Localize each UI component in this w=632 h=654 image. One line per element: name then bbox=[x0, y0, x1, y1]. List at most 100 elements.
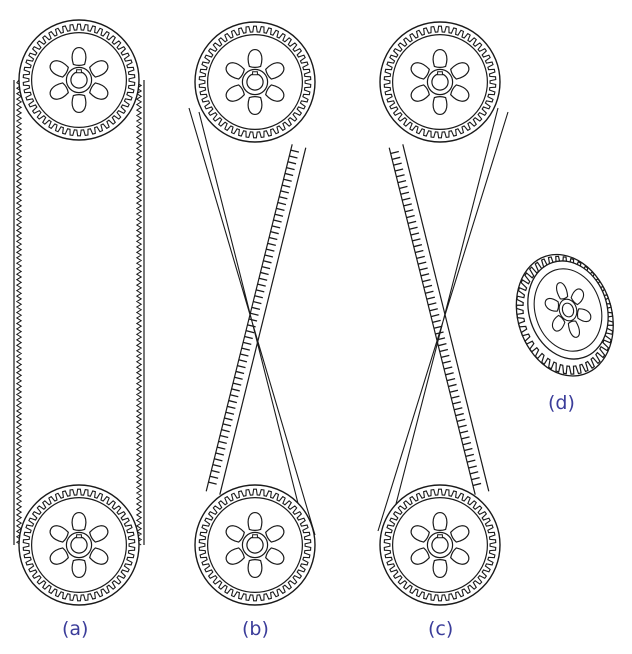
pulley-web-opening bbox=[266, 526, 284, 542]
belt-tooth bbox=[433, 320, 441, 322]
pulley-web-opening bbox=[411, 526, 429, 542]
belt-tooth bbox=[444, 367, 452, 369]
belt-tooth bbox=[256, 290, 264, 292]
belt-tooth bbox=[265, 255, 273, 257]
pulley-teeth bbox=[199, 489, 311, 601]
belt-tooth bbox=[417, 256, 425, 258]
pulley-bore bbox=[561, 302, 576, 319]
top-pulley bbox=[195, 22, 315, 142]
belt-tooth bbox=[213, 465, 221, 467]
belt-tooth bbox=[237, 366, 245, 368]
pulley-web-opening bbox=[451, 63, 469, 79]
belt-tooth bbox=[430, 309, 438, 311]
belt-tooth bbox=[402, 198, 410, 200]
pulley-bore bbox=[71, 537, 87, 553]
belt-tooth bbox=[250, 313, 258, 315]
belt-tooth bbox=[260, 272, 268, 274]
pulley-rim bbox=[208, 498, 303, 593]
pulley-web-opening bbox=[50, 526, 68, 542]
pulley-web-opening bbox=[544, 296, 561, 314]
belt-tooth bbox=[407, 216, 415, 218]
belt-tooth bbox=[284, 179, 292, 181]
pulley-hub bbox=[66, 67, 91, 92]
pulley-teeth bbox=[384, 489, 496, 601]
pulley-web-opening bbox=[433, 513, 447, 531]
belt-tooth bbox=[473, 483, 481, 485]
belt-tooth bbox=[275, 214, 283, 216]
pulley-web-opening bbox=[50, 83, 68, 99]
belt-tooth bbox=[461, 437, 469, 439]
belt-tooth bbox=[220, 436, 228, 438]
belt-tooth bbox=[208, 482, 216, 484]
pulley-web-opening bbox=[411, 63, 429, 79]
pulley-web-opening bbox=[433, 97, 447, 115]
belt-tooth bbox=[245, 337, 253, 339]
bottom-pulley bbox=[195, 485, 315, 605]
pulley-teeth bbox=[23, 489, 135, 601]
belt-tooth bbox=[259, 278, 267, 280]
belt-edge bbox=[389, 148, 475, 495]
pulley-hub bbox=[242, 69, 267, 94]
belt-tooth bbox=[470, 472, 478, 474]
belt-tooth bbox=[246, 331, 254, 333]
pulley-web-opening bbox=[266, 548, 284, 564]
top-pulley bbox=[19, 20, 139, 140]
belt-tooth bbox=[273, 220, 281, 222]
pulley-hub bbox=[427, 69, 452, 94]
pulley-bore bbox=[71, 72, 87, 88]
panel-a-open-belt bbox=[14, 20, 144, 605]
belt-tooth bbox=[281, 191, 289, 193]
pulley-keyway bbox=[253, 72, 258, 75]
belt-tooth bbox=[408, 221, 416, 223]
belt-tooth bbox=[271, 232, 279, 234]
pulley-bore bbox=[432, 74, 448, 90]
belt-tooth bbox=[460, 431, 468, 433]
belt-tooth bbox=[467, 460, 475, 462]
pulley-web-opening bbox=[569, 288, 586, 306]
belt-tooth bbox=[437, 338, 445, 340]
belt-tooth bbox=[446, 373, 454, 375]
belt-tooth bbox=[443, 361, 451, 363]
belt-tooth bbox=[258, 284, 266, 286]
pulley-web-opening bbox=[72, 513, 86, 531]
belt-tooth bbox=[242, 348, 250, 350]
pulley-inner-rim bbox=[524, 260, 612, 360]
belt-tooth bbox=[262, 267, 270, 269]
belt-toothed-run bbox=[206, 144, 306, 494]
pulley-hub bbox=[242, 532, 267, 557]
pulley-web-opening bbox=[411, 548, 429, 564]
belt-tooth bbox=[394, 163, 402, 165]
belt-edge bbox=[220, 148, 306, 495]
belt-tooth bbox=[285, 173, 293, 175]
belt-tooth bbox=[450, 390, 458, 392]
belt-tooth bbox=[282, 185, 290, 187]
pulley-web-opening bbox=[248, 97, 262, 115]
panel-d-single-pulley bbox=[501, 242, 628, 389]
belt-tooth bbox=[221, 430, 229, 432]
panel-c-crossed-belt bbox=[378, 22, 508, 605]
belt-tooth bbox=[469, 466, 477, 468]
belt-tooth bbox=[451, 396, 459, 398]
belt-tooth bbox=[420, 268, 428, 270]
pulley-web-opening bbox=[433, 50, 447, 68]
belt-edge bbox=[403, 144, 489, 491]
pulley-web-opening bbox=[90, 526, 108, 542]
pulley-rim bbox=[32, 498, 127, 593]
pulley-bore bbox=[247, 74, 263, 90]
pulley-web-opening bbox=[226, 85, 244, 101]
pulley-keyway bbox=[77, 535, 82, 538]
belt-tooth bbox=[463, 443, 471, 445]
belt-tooth bbox=[223, 424, 231, 426]
pulley-web-opening bbox=[50, 61, 68, 77]
belt-tooth bbox=[392, 157, 400, 159]
belt-tooth bbox=[243, 342, 251, 344]
belt-tooth bbox=[211, 470, 219, 472]
pulley-teeth bbox=[384, 26, 496, 138]
belt-tooth bbox=[219, 441, 227, 443]
pulley-web-opening bbox=[266, 85, 284, 101]
belt-edge bbox=[206, 144, 292, 491]
pulley-web-opening bbox=[90, 548, 108, 564]
pulley-web-opening bbox=[72, 48, 86, 66]
belt-tooth bbox=[456, 414, 464, 416]
